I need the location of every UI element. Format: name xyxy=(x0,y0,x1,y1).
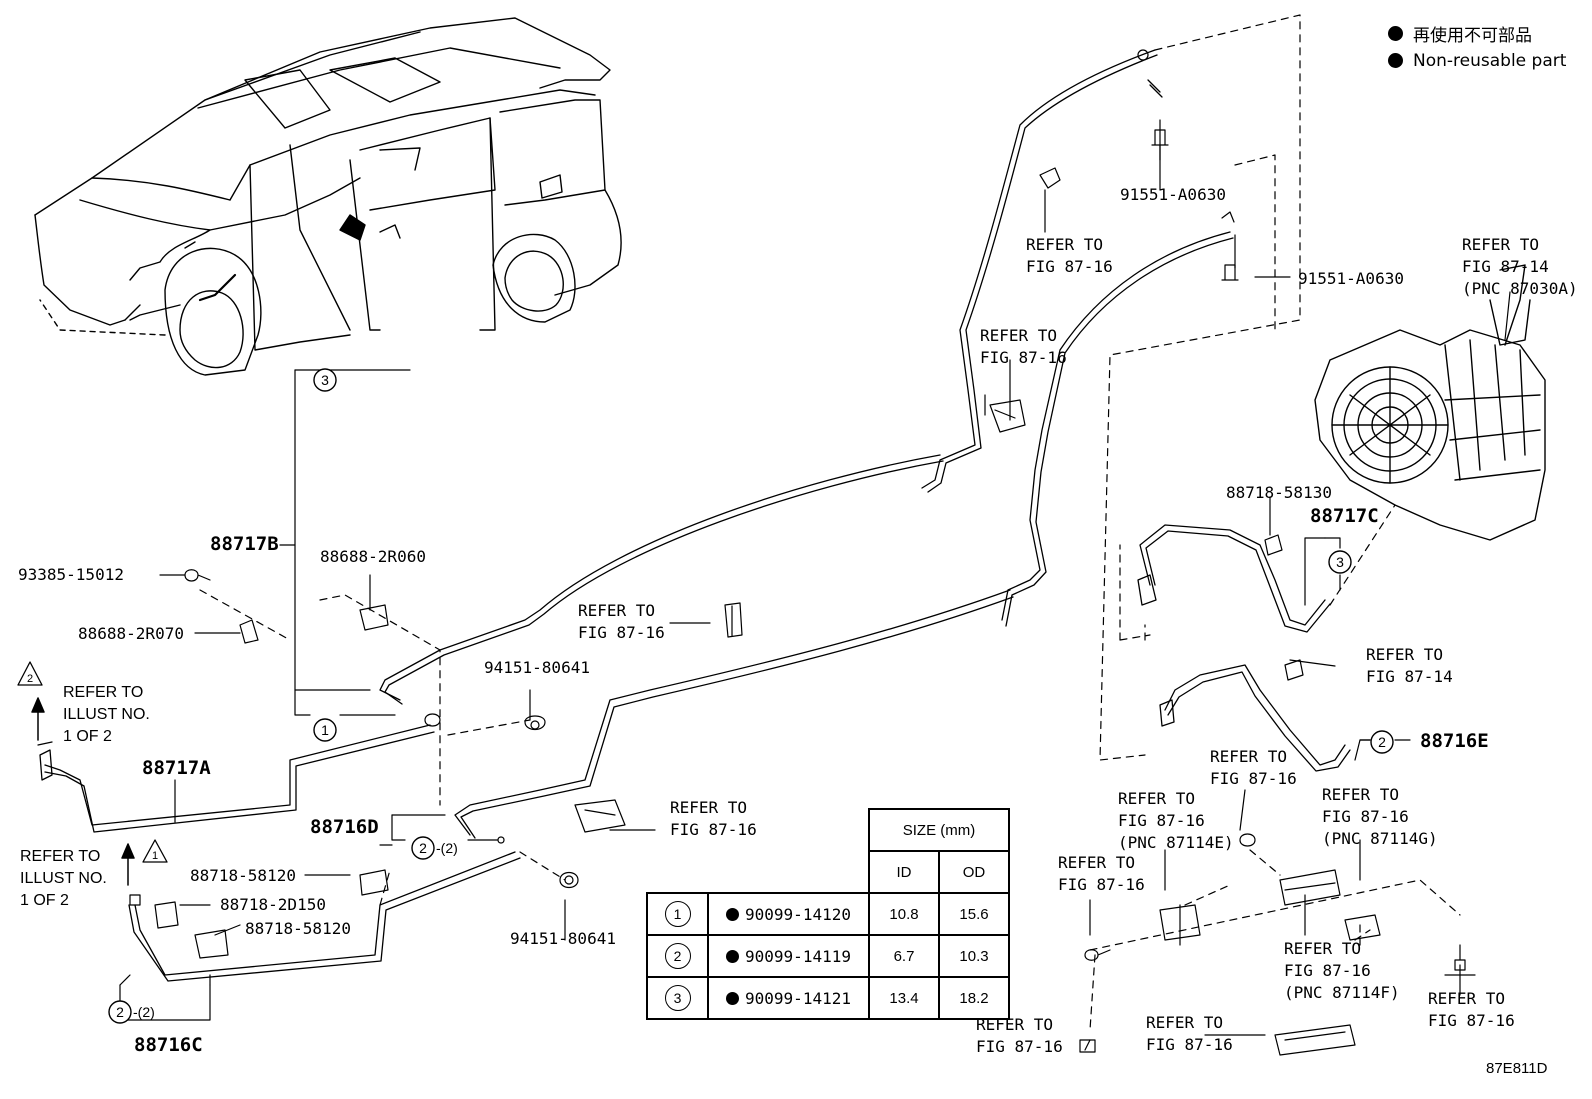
part-number-94151-bottom[interactable]: 94151-80641 xyxy=(510,929,616,948)
vehicle-illustration xyxy=(34,17,622,376)
size-table-subheader-row: ID OD xyxy=(647,850,1010,894)
hvac-unit-illustration xyxy=(1314,264,1546,541)
row-marker: 1 xyxy=(646,892,709,936)
table-row: 2 90099-14119 6.7 10.3 xyxy=(646,934,1010,978)
row-od: 10.3 xyxy=(938,934,1010,978)
part-number-94151-top[interactable]: 94151-80641 xyxy=(484,658,590,677)
refer-arrows xyxy=(31,697,135,886)
refer-illust-top[interactable]: REFER TO ILLUST NO. 1 OF 2 xyxy=(63,684,150,745)
refer-fig-87-16-bracket[interactable]: REFER TO FIG 87-16 xyxy=(980,326,1067,367)
refer-fig-87-16-pnc-87114E[interactable]: REFER TO FIG 87-16 (PNC 87114E) xyxy=(1118,789,1234,852)
legend-label-en: Non-reusable part xyxy=(1413,50,1567,71)
pipe-88716C xyxy=(128,851,521,982)
triangle-2: 2 xyxy=(27,673,33,685)
bullet-icon xyxy=(1388,26,1403,41)
part-number-88718-58120-b[interactable]: 88718-58120 xyxy=(245,919,351,938)
row-id: 6.7 xyxy=(868,934,940,978)
size-table-header: SIZE (mm) xyxy=(868,808,1010,852)
refer-illust-bottom[interactable]: REFER TO ILLUST NO. 1 OF 2 xyxy=(20,848,107,909)
row-id: 10.8 xyxy=(868,892,940,936)
marker-2-a: 2 xyxy=(1378,734,1386,750)
part-number-88688-2R070[interactable]: 88688-2R070 xyxy=(78,624,184,643)
part-number-88718-58130[interactable]: 88718-58130 xyxy=(1226,483,1332,502)
size-table-header-row: SIZE (mm) xyxy=(647,808,1010,894)
refer-fig-87-16-left-mid[interactable]: REFER TO FIG 87-16 xyxy=(1058,853,1145,894)
triangle-1: 1 xyxy=(152,850,158,862)
qty-2-b: -(2) xyxy=(133,1004,155,1020)
circle-marker-numbers: 3 1 3 2 2 2 2 1 xyxy=(27,372,1386,1020)
part-number-93385-15012[interactable]: 93385-15012 xyxy=(18,565,124,584)
pipe-88717C xyxy=(1137,524,1331,633)
non-reusable-bullet-icon xyxy=(726,991,740,1005)
qty-2-a: -(2) xyxy=(436,840,458,856)
pipe-88717A xyxy=(37,724,435,833)
refer-fig-87-16-center[interactable]: REFER TO FIG 87-16 xyxy=(578,601,665,642)
circle-markers xyxy=(108,368,1394,1024)
marker-1: 1 xyxy=(321,722,329,738)
non-reusable-bullet-icon xyxy=(726,907,740,921)
refer-fig-87-16-pnc-87114F[interactable]: REFER TO FIG 87-16 (PNC 87114F) xyxy=(1284,939,1400,1002)
refer-fig-87-14-right[interactable]: REFER TO FIG 87-14 xyxy=(1366,645,1453,686)
refer-fig-87-14-pnc[interactable]: REFER TO FIG 87-14 (PNC 87030A) xyxy=(1462,235,1578,298)
legend-label-jp: 再使用不可部品 xyxy=(1413,26,1532,46)
legend: 再使用不可部品 Non-reusable part xyxy=(1388,20,1566,74)
legend-item-jp: 再使用不可部品 xyxy=(1388,20,1566,47)
part-number-88716C[interactable]: 88716C xyxy=(134,1034,203,1056)
figure-code: 87E811D xyxy=(1486,1060,1548,1077)
part-number-88688-2R060[interactable]: 88688-2R060 xyxy=(320,547,426,566)
part-number-88718-58120-a[interactable]: 88718-58120 xyxy=(190,866,296,885)
size-table-col-id: ID xyxy=(868,850,940,894)
refer-fig-87-16-bottom-1[interactable]: REFER TO FIG 87-16 xyxy=(976,1015,1063,1056)
size-table-blank xyxy=(647,809,870,894)
table-row: 3 90099-14121 13.4 18.2 xyxy=(646,976,1010,1020)
bullet-icon xyxy=(1388,53,1403,68)
marker-3-a: 3 xyxy=(321,372,329,388)
table-row: 1 90099-14120 10.8 15.6 xyxy=(646,892,1010,936)
refer-fig-87-16-pnc-87114G[interactable]: REFER TO FIG 87-16 (PNC 87114G) xyxy=(1322,785,1438,848)
small-parts xyxy=(129,49,1476,1056)
pipe-88716E-upper xyxy=(454,231,1234,839)
marker-2-c: 2 xyxy=(116,1004,124,1020)
part-number-88716E[interactable]: 88716E xyxy=(1420,730,1489,752)
row-marker: 2 xyxy=(646,934,709,978)
refer-fig-87-16-bottom-2[interactable]: REFER TO FIG 87-16 xyxy=(1146,1013,1233,1054)
pipe-88717B xyxy=(379,49,1163,705)
row-marker: 3 xyxy=(646,976,709,1020)
refer-fig-87-16-bottom-right[interactable]: REFER TO FIG 87-16 xyxy=(1428,989,1515,1030)
row-part-number[interactable]: 90099-14121 xyxy=(707,976,870,1020)
dashed-guides xyxy=(199,14,1461,1031)
warning-triangles xyxy=(17,661,168,863)
leader-lines xyxy=(119,119,1511,1051)
part-number-88717B[interactable]: 88717B xyxy=(210,533,279,555)
refer-fig-87-16-e1[interactable]: REFER TO FIG 87-16 xyxy=(1210,747,1297,788)
row-id: 13.4 xyxy=(868,976,940,1020)
qty-markers: -(2) -(2) xyxy=(133,840,458,1020)
part-number-91551-mid[interactable]: 91551-A0630 xyxy=(1298,269,1404,288)
size-table-col-od: OD xyxy=(938,850,1010,894)
pipe-88716E xyxy=(1159,664,1351,772)
row-part-number[interactable]: 90099-14119 xyxy=(707,934,870,978)
marker-2-b: 2 xyxy=(419,840,427,856)
row-od: 18.2 xyxy=(938,976,1010,1020)
part-number-88716D[interactable]: 88716D xyxy=(310,816,379,838)
part-number-88717A[interactable]: 88717A xyxy=(142,757,211,779)
row-part-number[interactable]: 90099-14120 xyxy=(707,892,870,936)
marker-3-b: 3 xyxy=(1336,554,1344,570)
part-number-88718-2D150[interactable]: 88718-2D150 xyxy=(220,895,326,914)
refer-fig-87-16-top[interactable]: REFER TO FIG 87-16 xyxy=(1026,235,1113,276)
part-number-88717C[interactable]: 88717C xyxy=(1310,505,1379,527)
row-od: 15.6 xyxy=(938,892,1010,936)
non-reusable-bullet-icon xyxy=(726,949,740,963)
legend-item-en: Non-reusable part xyxy=(1388,47,1566,74)
o-ring-size-table: SIZE (mm) ID OD 1 90099-14120 10.8 15.6 … xyxy=(646,808,1010,1020)
part-number-91551-top[interactable]: 91551-A0630 xyxy=(1120,185,1226,204)
